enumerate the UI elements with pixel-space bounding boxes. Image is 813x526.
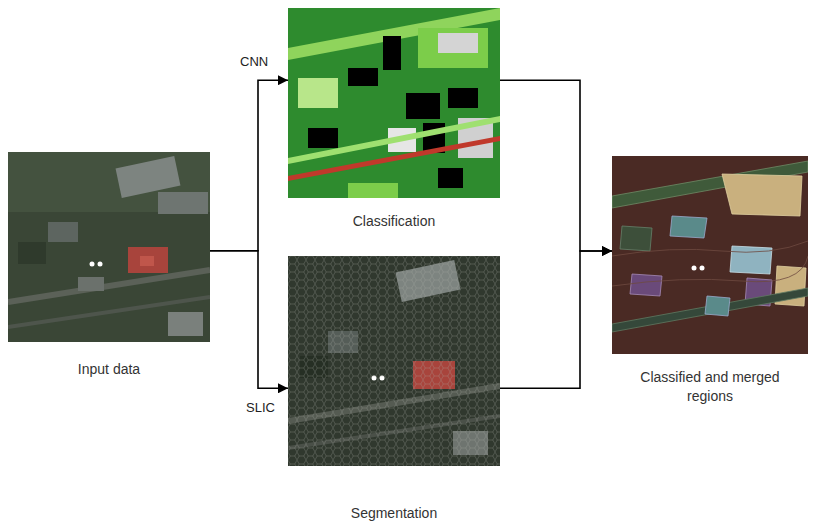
illustration-shape	[448, 88, 478, 108]
illustration-shape	[128, 247, 168, 273]
illustration-shape	[730, 246, 772, 274]
illustration-shape	[438, 33, 478, 53]
flow-arrow	[210, 80, 288, 251]
input-image	[8, 152, 210, 342]
image-caption: Input data	[9, 360, 209, 379]
image-panel: Segmentation	[288, 256, 500, 466]
illustration-shape	[383, 36, 401, 70]
illustration-shape	[630, 274, 662, 296]
image-panel: Input data	[8, 152, 210, 342]
image-caption: Segmentation	[294, 504, 494, 523]
illustration-shape	[48, 222, 78, 242]
illustration-shape	[158, 192, 208, 214]
illustration-shape	[612, 156, 808, 354]
illustration-shape	[722, 174, 802, 216]
illustration-shape	[612, 288, 808, 332]
illustration-shape	[8, 152, 210, 342]
illustration-shape	[18, 242, 46, 264]
image-caption: Classified and merged regions	[625, 368, 795, 406]
illustration-shape	[90, 262, 95, 267]
illustration-shape	[288, 256, 500, 466]
edge-label: SLIC	[244, 400, 277, 416]
illustration-shape	[418, 28, 488, 68]
illustration-shape	[78, 277, 104, 291]
illustration-shape	[692, 266, 697, 271]
illustration-shape	[288, 8, 500, 198]
illustration-shape	[288, 256, 500, 466]
classification-map	[288, 8, 500, 198]
illustration-shape	[700, 266, 705, 271]
image-panel: Classification	[288, 8, 500, 198]
illustration-shape	[670, 216, 707, 238]
illustration-shape	[298, 78, 338, 108]
flow-arrow	[500, 80, 612, 251]
illustration-shape	[406, 93, 440, 119]
edge-label: CNN	[238, 54, 270, 70]
image-caption: Classification	[294, 212, 494, 231]
flow-arrow	[210, 251, 288, 388]
illustration-shape	[612, 256, 808, 286]
flow-arrow	[500, 251, 612, 388]
illustration-shape	[348, 68, 378, 86]
illustration-shape	[438, 168, 463, 188]
illustration-shape	[116, 156, 181, 198]
image-panel: Classified and merged regions	[612, 156, 808, 354]
illustration-shape	[705, 296, 730, 316]
illustration-shape	[168, 312, 203, 336]
illustration-shape	[348, 183, 398, 198]
illustration-shape	[620, 226, 652, 251]
illustration-shape	[140, 256, 154, 266]
illustration-shape	[8, 270, 210, 302]
segmentation-image	[288, 256, 500, 466]
illustration-shape	[308, 128, 338, 148]
illustration-shape	[98, 262, 103, 267]
illustration-shape	[288, 116, 500, 164]
illustration-shape	[612, 241, 808, 256]
merged-regions-image	[612, 156, 808, 354]
